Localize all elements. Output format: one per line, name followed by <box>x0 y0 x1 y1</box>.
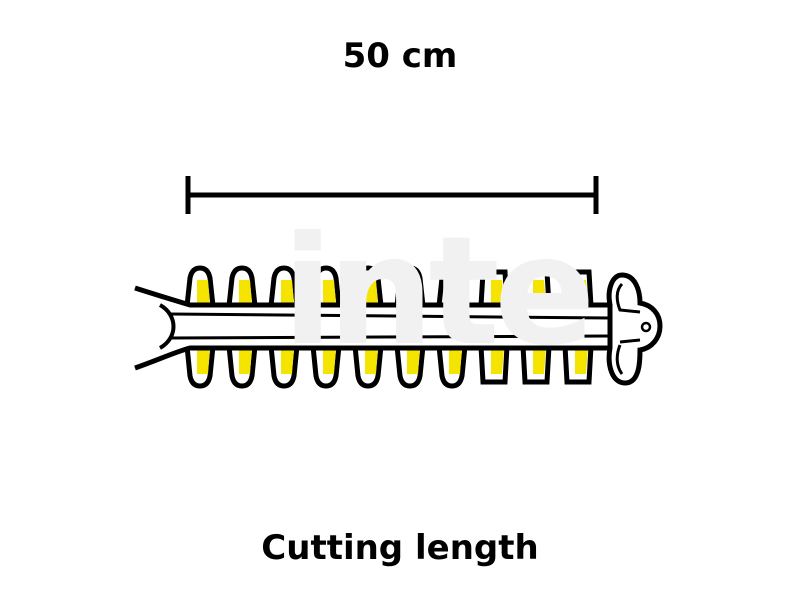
tooth-yellow-insert <box>239 280 252 304</box>
tooth-yellow-insert <box>365 280 378 304</box>
tooth-yellow-insert <box>491 348 504 374</box>
tooth-yellow-insert <box>281 348 294 374</box>
tooth-yellow-insert <box>491 280 504 304</box>
tooth-yellow-insert <box>239 348 252 374</box>
tooth-yellow-insert <box>197 280 210 304</box>
blade-teeth <box>184 265 594 389</box>
tooth-yellow-insert <box>533 280 546 304</box>
caption: Cutting length <box>261 528 539 568</box>
tooth-yellow-insert <box>449 280 462 304</box>
tooth-yellow-insert <box>449 348 462 374</box>
tooth-yellow-insert <box>323 348 336 374</box>
tooth-yellow-insert <box>365 348 378 374</box>
blade-end-cap <box>606 272 663 386</box>
tooth-yellow-insert <box>575 348 588 374</box>
tooth-yellow-insert <box>323 280 336 304</box>
tooth-yellow-insert <box>281 280 294 304</box>
tooth-yellow-insert <box>407 280 420 304</box>
measurement-label: 50 cm <box>342 36 458 76</box>
dimension-line <box>185 176 599 214</box>
tooth-yellow-insert <box>533 348 546 374</box>
tooth-yellow-insert <box>407 348 420 374</box>
tooth-yellow-insert <box>575 280 588 304</box>
tooth-yellow-insert <box>197 348 210 374</box>
